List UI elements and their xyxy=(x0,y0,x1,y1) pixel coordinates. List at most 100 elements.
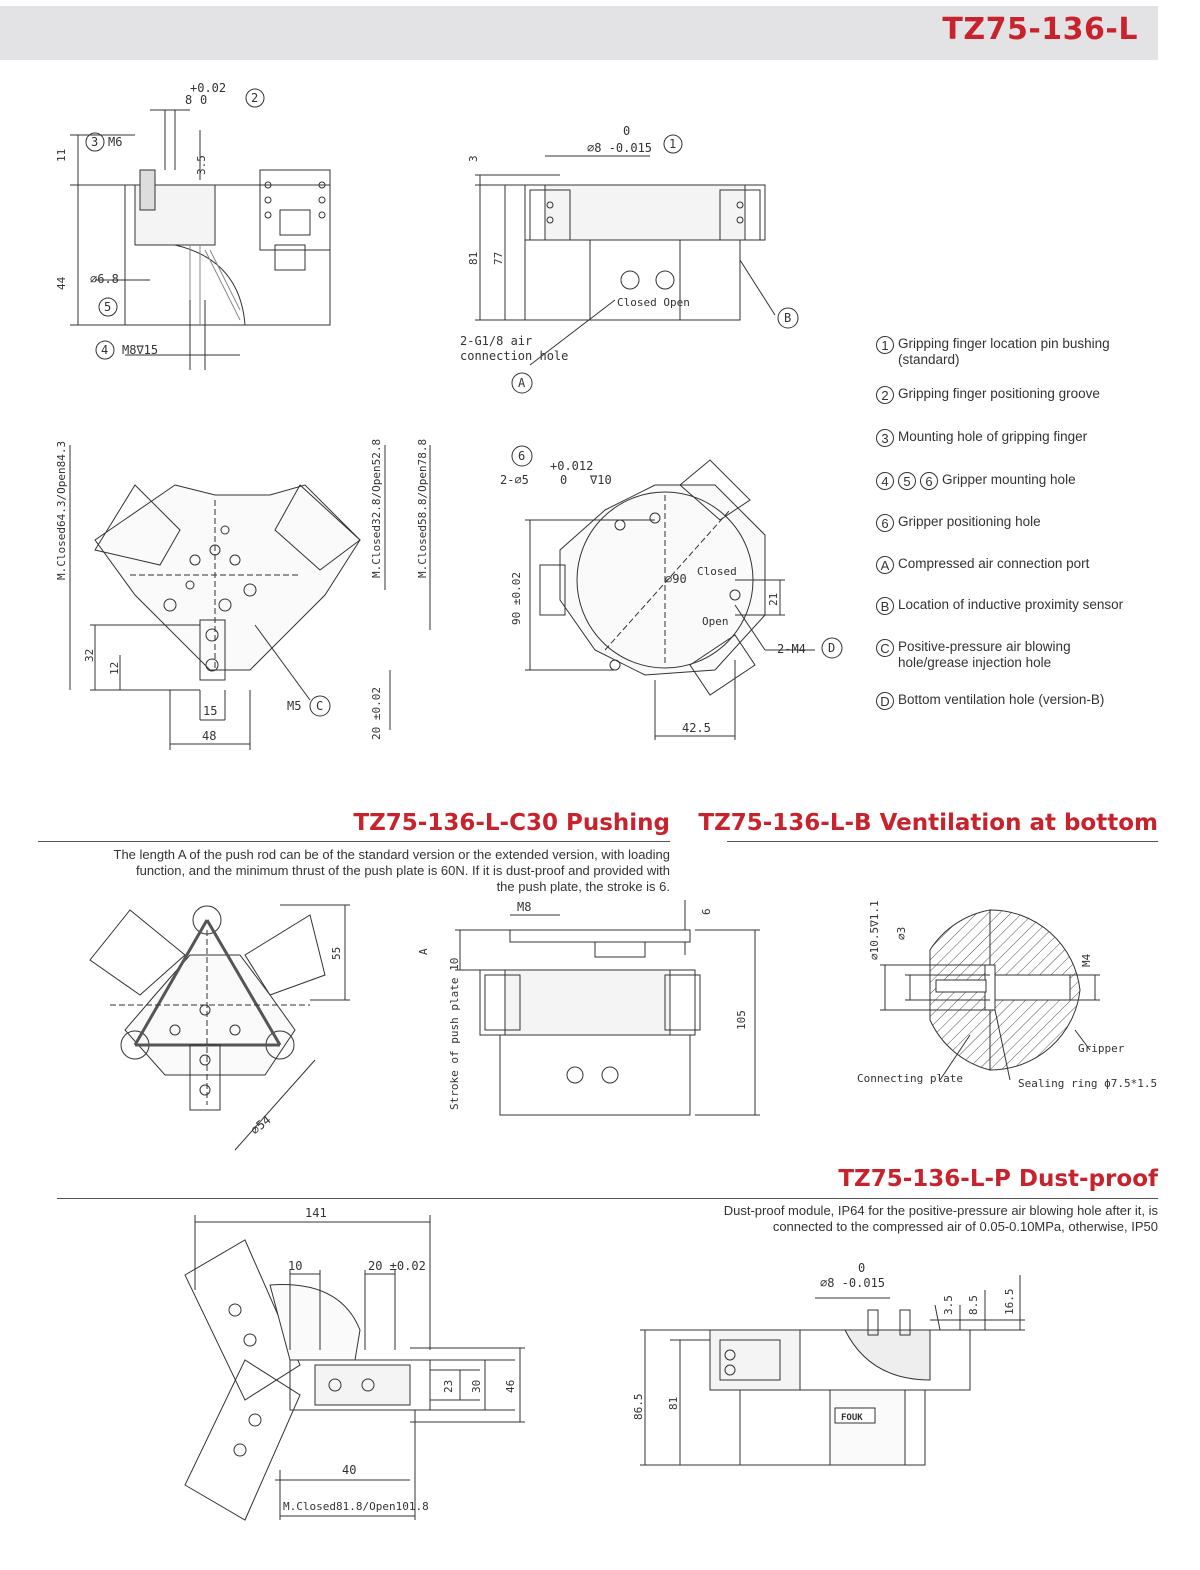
callout-badge: 6 xyxy=(876,514,894,532)
bottom-view-drawing: 6 +0.012 0 2-∅5 ∇10 90 ±0.02 ∅90 Closed … xyxy=(500,445,843,740)
svg-text:M6: M6 xyxy=(108,135,122,149)
svg-text:D: D xyxy=(828,641,835,655)
svg-text:Connecting plate: Connecting plate xyxy=(857,1072,963,1085)
legend-text: Gripper positioning hole xyxy=(898,514,1041,529)
pushing-section-title: TZ75-136-L-C30 Pushing xyxy=(353,810,670,836)
svg-text:3.5: 3.5 xyxy=(195,155,208,175)
svg-text:1: 1 xyxy=(669,137,676,151)
svg-text:2-G1/8 air: 2-G1/8 air xyxy=(460,334,532,348)
legend-text: Gripping finger location pin bushing xyxy=(898,336,1110,351)
svg-text:B: B xyxy=(784,311,791,325)
legend-text: Gripping finger positioning groove xyxy=(898,386,1100,401)
legend-text: Compressed air connection port xyxy=(898,556,1090,571)
callout-badge: 4 xyxy=(876,472,894,490)
callout-badge: B xyxy=(876,597,894,615)
pushing-divider xyxy=(38,841,670,842)
svg-text:46: 46 xyxy=(504,1380,517,1393)
legend-item: 1 Gripping finger location pin bushing(st… xyxy=(876,336,1110,368)
svg-text:∇10: ∇10 xyxy=(589,473,612,487)
svg-text:C: C xyxy=(316,699,323,713)
svg-text:FOUK: FOUK xyxy=(841,1413,863,1423)
svg-text:M.Closed81.8/Open101.8: M.Closed81.8/Open101.8 xyxy=(283,1500,429,1513)
svg-text:3.5: 3.5 xyxy=(942,1295,955,1315)
svg-text:8.5: 8.5 xyxy=(967,1295,980,1315)
legend-text: Positive-pressure air blowing xyxy=(898,639,1071,654)
legend-text: hole/grease injection hole xyxy=(898,655,1052,670)
front-mid-view-drawing: 0 ∅8 -0.015 1 3 81 77 Closed Open B 2-G1… xyxy=(460,124,799,394)
ventilation-detail-drawing: ∅10.5∇1.1 ∅3 M4 Gripper Connecting plate… xyxy=(857,900,1157,1090)
svg-text:connection hole: connection hole xyxy=(460,349,568,363)
desc-line: The length A of the push rod can be of t… xyxy=(113,847,670,862)
desc-line: the push plate, the stroke is 6. xyxy=(496,879,670,894)
svg-text:∅8 -0.015: ∅8 -0.015 xyxy=(587,141,652,155)
svg-text:∅3: ∅3 xyxy=(895,927,908,940)
desc-line: connected to the compressed air of 0.05-… xyxy=(772,1219,1158,1234)
dustproof-description: Dust-proof module, IP64 for the positive… xyxy=(598,1203,1158,1235)
pushing-description: The length A of the push rod can be of t… xyxy=(30,847,670,895)
svg-text:0: 0 xyxy=(200,93,207,107)
svg-text:40: 40 xyxy=(342,1463,356,1477)
legend-text: Gripper mounting hole xyxy=(942,472,1076,487)
svg-text:10: 10 xyxy=(288,1259,302,1273)
svg-text:44: 44 xyxy=(55,276,68,290)
dustproof-section-title: TZ75-136-L-P Dust-proof xyxy=(838,1166,1158,1192)
svg-text:141: 141 xyxy=(305,1206,327,1220)
legend-text: Mounting hole of gripping finger xyxy=(898,429,1088,444)
svg-text:23: 23 xyxy=(442,1380,455,1393)
svg-text:∅8 -0.015: ∅8 -0.015 xyxy=(820,1276,885,1290)
svg-text:15: 15 xyxy=(203,704,217,718)
svg-text:M.Closed32.8/Open52.8: M.Closed32.8/Open52.8 xyxy=(370,439,383,578)
svg-text:Sealing ring ϕ7.5*1.5: Sealing ring ϕ7.5*1.5 xyxy=(1018,1077,1157,1090)
svg-text:A: A xyxy=(518,376,526,390)
callout-badge: 2 xyxy=(876,386,894,404)
svg-text:M8: M8 xyxy=(517,900,531,914)
callout-badge: 6 xyxy=(920,472,938,490)
svg-text:81: 81 xyxy=(667,1397,680,1410)
svg-text:+0.02: +0.02 xyxy=(190,81,226,95)
svg-text:3: 3 xyxy=(467,155,480,162)
svg-text:0: 0 xyxy=(560,473,567,487)
dustproof-divider xyxy=(57,1198,1158,1199)
svg-text:∅6.8: ∅6.8 xyxy=(90,272,119,286)
legend-item: 2 Gripping finger positioning groove xyxy=(876,386,1100,404)
svg-text:3: 3 xyxy=(91,135,98,149)
callout-badge: 1 xyxy=(876,336,894,354)
svg-text:Closed Open: Closed Open xyxy=(617,296,690,309)
svg-text:4: 4 xyxy=(101,343,108,357)
svg-text:∅10.5∇1.1: ∅10.5∇1.1 xyxy=(868,900,881,960)
page-title: TZ75-136-L xyxy=(942,12,1138,47)
legend-text: Bottom ventilation hole (version-B) xyxy=(898,692,1105,707)
svg-text:Stroke of push plate 10: Stroke of push plate 10 xyxy=(448,958,461,1110)
svg-text:M4: M4 xyxy=(1080,953,1093,967)
svg-text:77: 77 xyxy=(492,252,505,265)
callout-badge: D xyxy=(876,692,894,710)
desc-line: Dust-proof module, IP64 for the positive… xyxy=(723,1203,1158,1218)
svg-text:2-∅5: 2-∅5 xyxy=(500,473,529,487)
svg-text:2-M4: 2-M4 xyxy=(777,642,806,656)
svg-text:6: 6 xyxy=(700,908,713,915)
svg-text:81: 81 xyxy=(467,252,480,265)
svg-text:8: 8 xyxy=(185,93,192,107)
legend-text: (standard) xyxy=(898,352,960,367)
svg-text:42.5: 42.5 xyxy=(682,721,711,735)
svg-text:0: 0 xyxy=(623,124,630,138)
callout-badge: A xyxy=(876,556,894,574)
svg-text:A: A xyxy=(417,948,430,955)
svg-text:21: 21 xyxy=(767,593,780,606)
legend-item: A Compressed air connection port xyxy=(876,556,1089,574)
svg-text:30: 30 xyxy=(470,1380,483,1393)
svg-text:Gripper: Gripper xyxy=(1078,1042,1125,1055)
svg-text:M5: M5 xyxy=(287,699,301,713)
pushing-side-view-drawing: M8 6 A Stroke of push plate 10 105 xyxy=(417,900,760,1116)
legend-item: 6 Gripper positioning hole xyxy=(876,514,1041,532)
svg-text:+0.012: +0.012 xyxy=(550,459,593,473)
dustproof-side-view-drawing: 0 ∅8 -0.015 3.5 8.5 16.5 86.5 81 FOUK xyxy=(632,1261,1025,1466)
svg-text:20 ±0.02: 20 ±0.02 xyxy=(368,1259,426,1273)
legend-item: D Bottom ventilation hole (version-B) xyxy=(876,692,1104,710)
svg-text:2: 2 xyxy=(251,91,258,105)
svg-text:105: 105 xyxy=(735,1010,748,1030)
ventilation-section-title: TZ75-136-L-B Ventilation at bottom xyxy=(698,810,1158,836)
svg-text:Open: Open xyxy=(702,615,729,628)
